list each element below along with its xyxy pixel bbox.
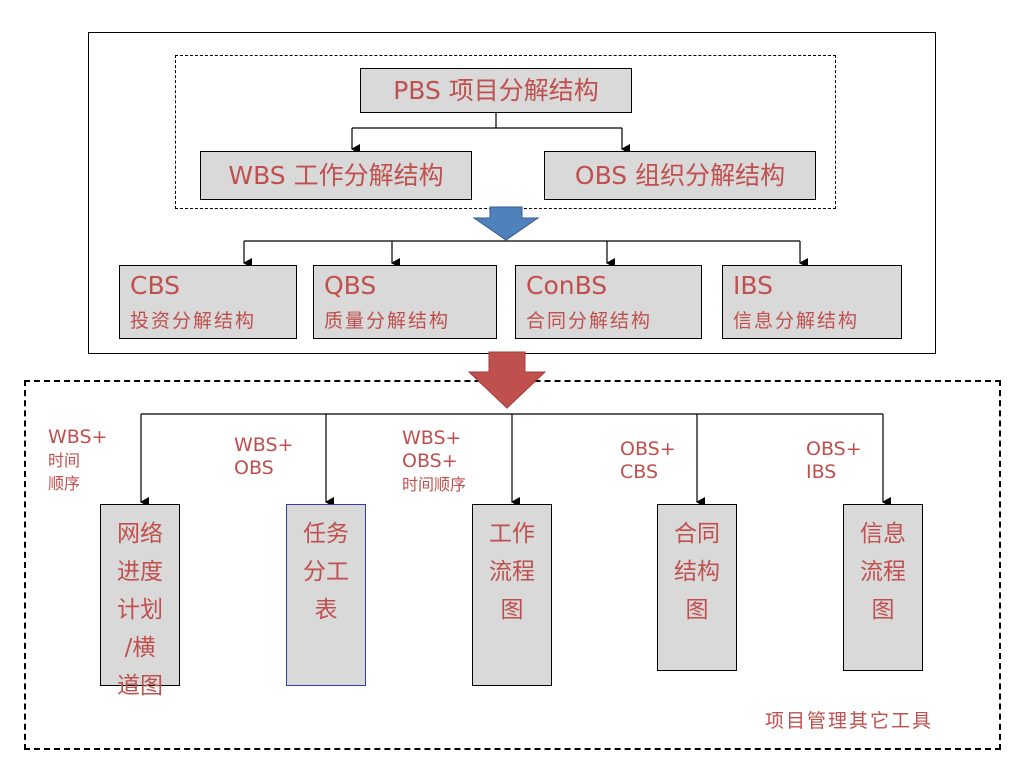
tool-4-line: 图 (685, 597, 709, 623)
tool-5-label: OBS+ IBS (806, 438, 862, 484)
tool-5-label-line: IBS (806, 461, 837, 483)
qbs-desc: 质量分解结构 (324, 310, 451, 332)
tool-3-line: 流程 (489, 559, 535, 585)
tool-4-line: 结构 (674, 559, 720, 585)
tool-2-label: WBS+ OBS (234, 434, 293, 480)
cbs-code: CBS (130, 271, 181, 300)
tool-4-label-line: OBS+ (620, 438, 676, 460)
tool-1-line: 计划 (117, 597, 163, 623)
tool-3-label-line: 时间顺序 (402, 475, 467, 494)
tool-box-network-schedule: 网络 进度 计划 /横 道图 (100, 504, 180, 699)
conbs-desc: 合同分解结构 (526, 310, 653, 332)
tool-1-label-line: 顺序 (48, 474, 81, 493)
tool-4-label: OBS+ CBS (620, 438, 676, 484)
tool-2-line: 任务 (303, 521, 349, 547)
wbs-box: WBS 工作分解结构 (200, 151, 472, 200)
tool-3-line: 图 (500, 597, 524, 623)
qbs-code: QBS (324, 271, 377, 300)
tool-box-info-flow: 信息 流程 图 (843, 504, 923, 671)
blue-down-arrow (472, 206, 540, 241)
tool-5-line: 图 (871, 597, 895, 623)
red-down-arrow (467, 351, 547, 409)
pbs-box: PBS 项目分解结构 (360, 68, 632, 113)
tool-4-line: 合同 (674, 521, 720, 547)
cbs-box: CBS 投资分解结构 (119, 265, 297, 339)
obs-box: OBS 组织分解结构 (544, 151, 816, 200)
tool-2-line: 表 (314, 597, 338, 623)
tool-1-label-line: 时间 (48, 451, 81, 470)
tool-1-label: WBS+ 时间 顺序 (48, 426, 107, 495)
tool-3-line: 工作 (489, 521, 535, 547)
ibs-code: IBS (733, 271, 773, 300)
tool-3-label-line: OBS+ (402, 450, 458, 472)
tool-1-line: 道图 (117, 673, 163, 699)
cbs-desc: 投资分解结构 (130, 310, 257, 332)
tool-box-contract-structure: 合同 结构 图 (657, 504, 737, 671)
ibs-desc: 信息分解结构 (733, 310, 860, 332)
tool-4-label-line: CBS (620, 461, 659, 483)
tool-1-line: /横 (124, 635, 156, 661)
ibs-box: IBS 信息分解结构 (722, 265, 902, 339)
tool-5-line: 流程 (860, 559, 906, 585)
tool-3-label: WBS+ OBS+ 时间顺序 (402, 427, 466, 496)
tool-box-work-flow: 工作 流程 图 (472, 504, 552, 686)
tool-box-task-assignment: 任务 分工 表 (286, 504, 366, 686)
tool-5-label-line: OBS+ (806, 438, 862, 460)
tool-5-line: 信息 (860, 521, 906, 547)
tool-2-line: 分工 (303, 559, 349, 585)
tool-1-label-line: WBS+ (48, 426, 108, 448)
tool-2-label-line: OBS (234, 457, 274, 479)
conbs-box: ConBS 合同分解结构 (515, 265, 702, 339)
footer-caption: 项目管理其它工具 (765, 710, 934, 732)
tool-3-label-line: WBS+ (402, 427, 462, 449)
tool-1-line: 进度 (117, 559, 163, 585)
qbs-box: QBS 质量分解结构 (313, 265, 497, 339)
tool-2-label-line: WBS+ (234, 434, 294, 456)
tool-1-line: 网络 (117, 521, 163, 547)
conbs-code: ConBS (526, 271, 608, 300)
